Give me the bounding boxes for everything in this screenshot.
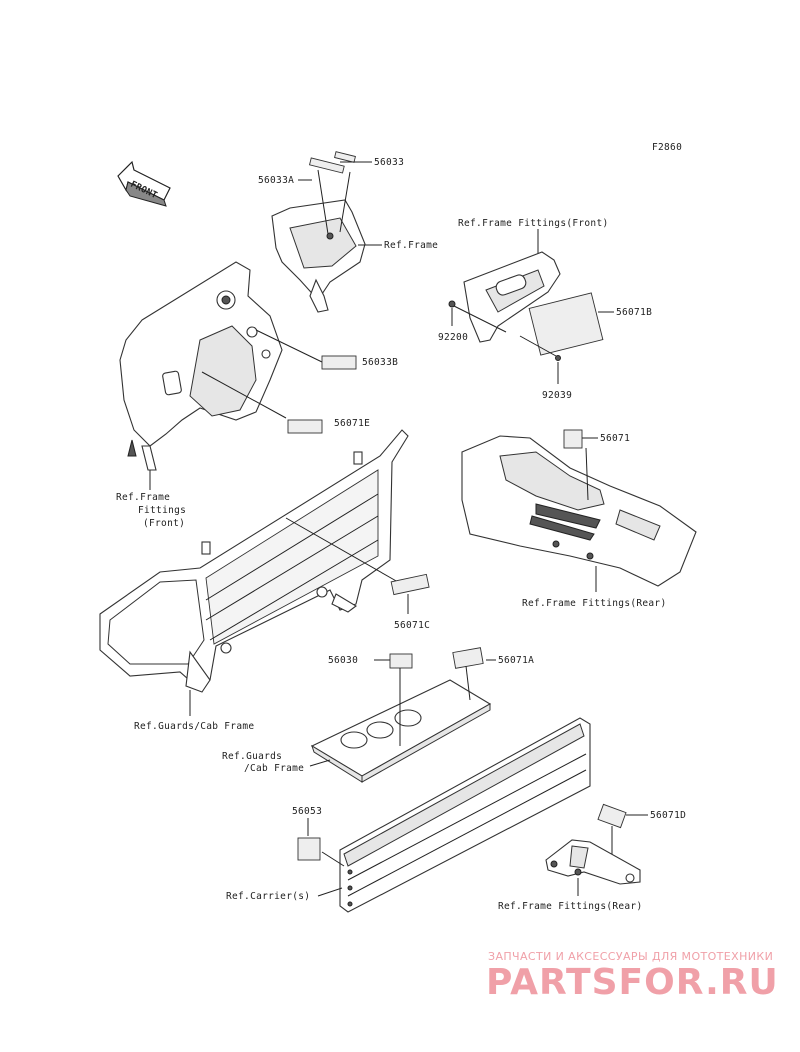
part-56071C-label: 56071C xyxy=(394,620,430,631)
ref-fittings-rear-2: Ref.Frame Fittings(Rear) xyxy=(498,901,642,912)
ref-guards-cab-1: Ref.Guards/Cab Frame xyxy=(134,721,254,732)
part-56033B-label: 56033B xyxy=(362,357,398,368)
part-56033A-label: 56033A xyxy=(258,175,294,186)
ref-guards-cab-2-l1: Ref.Guards xyxy=(222,751,282,762)
carrier-panel xyxy=(339,717,591,913)
ref-fittings-front-inline: Ref.Frame Fittings(Front) xyxy=(458,218,609,229)
part-92039-label: 92039 xyxy=(542,390,572,401)
ref-carrier-label: Ref.Carrier(s) xyxy=(226,891,310,902)
front-arrow-icon: FRONT xyxy=(117,160,171,207)
part-56071-label: 56071 xyxy=(600,433,630,444)
part-56030-label: 56030 xyxy=(328,655,358,666)
ref-fittings-front-l2: Fittings xyxy=(138,505,186,516)
ref-guards-cab-2-l2: /Cab Frame xyxy=(244,763,304,774)
ref-frame-label: Ref.Frame xyxy=(384,240,438,251)
ref-fittings-front-l3: (Front) xyxy=(143,518,185,529)
part-56071D-label: 56071D xyxy=(650,810,686,821)
part-56053-label: 56053 xyxy=(292,806,322,817)
part-56071E-label: 56071E xyxy=(334,418,370,429)
frame-bracket xyxy=(271,151,366,313)
glovebox-fitting xyxy=(463,251,561,343)
watermark-tagline: ЗАПЧАСТИ И АКСЕССУАРЫ ДЛЯ МОТОТЕХНИКИ xyxy=(488,950,774,963)
guards-cab-frame xyxy=(99,429,409,693)
frame-fittings-rear-bracket xyxy=(545,839,641,885)
frame-fittings-front-left xyxy=(119,261,283,471)
ref-fittings-front-l1: Ref.Frame xyxy=(116,492,170,503)
frame-fittings-rear xyxy=(461,435,697,587)
figure-code: F2860 xyxy=(652,142,682,153)
part-56071B-label: 56071B xyxy=(616,307,652,318)
watermark-logo: PARTSFOR.RU xyxy=(486,962,779,1003)
part-56071A-label: 56071A xyxy=(498,655,534,666)
ref-fittings-rear-1: Ref.Frame Fittings(Rear) xyxy=(522,598,666,609)
part-56033-label: 56033 xyxy=(374,157,404,168)
part-92200-label: 92200 xyxy=(438,332,468,343)
floor-panel xyxy=(310,679,492,783)
